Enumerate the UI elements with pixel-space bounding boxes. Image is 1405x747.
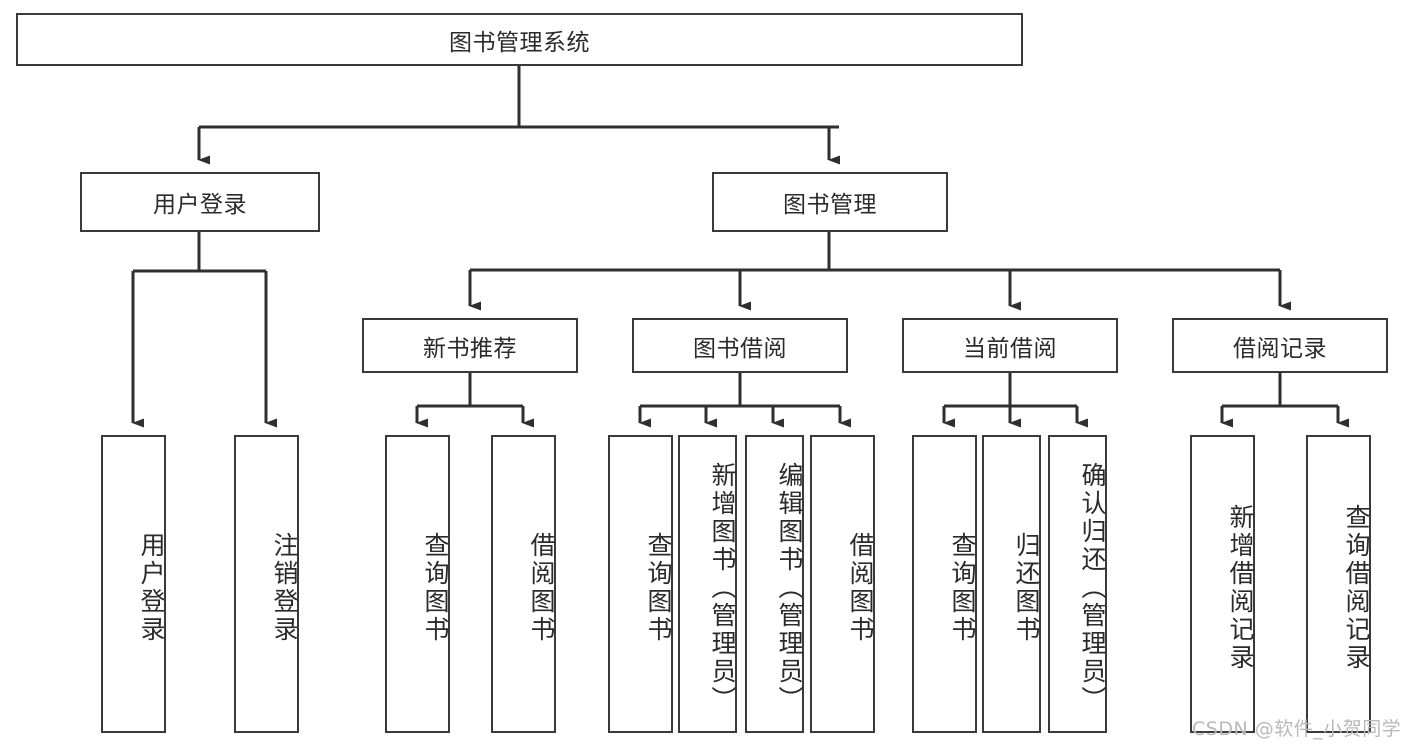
node-leaf-query-book-3[interactable]: 查询图书 — [912, 435, 977, 733]
node-label: 编辑图书（管理员） — [775, 462, 804, 714]
node-leaf-logout-login[interactable]: 注销登录 — [234, 435, 299, 733]
node-label: 新增图书（管理员） — [708, 462, 737, 714]
node-label: 当前借阅 — [963, 335, 1057, 362]
node-leaf-return-book[interactable]: 归还图书 — [982, 435, 1041, 733]
node-user-login[interactable]: 用户登录 — [80, 172, 320, 232]
node-label: 用户登录 — [153, 192, 247, 218]
node-leaf-edit-book[interactable]: 编辑图书（管理员） — [745, 435, 804, 733]
node-label: 查询图书 — [421, 532, 450, 644]
node-leaf-add-record[interactable]: 新增借阅记录 — [1190, 435, 1255, 733]
node-label: 查询图书 — [948, 532, 977, 644]
node-current-borrow[interactable]: 当前借阅 — [902, 318, 1118, 373]
node-root-system[interactable]: 图书管理系统 — [16, 13, 1023, 66]
node-borrow-record[interactable]: 借阅记录 — [1172, 318, 1388, 373]
node-leaf-add-book[interactable]: 新增图书（管理员） — [678, 435, 737, 733]
node-label: 图书借阅 — [693, 335, 787, 362]
node-label: 新增借阅记录 — [1226, 504, 1255, 672]
csdn-watermark: CSDN @软件_小贺同学 — [1192, 718, 1402, 740]
node-book-management[interactable]: 图书管理 — [712, 172, 948, 232]
node-label: 确认归还（管理员） — [1078, 462, 1107, 714]
node-label: 归还图书 — [1012, 532, 1041, 644]
node-label: 借阅图书 — [846, 532, 875, 644]
node-label: 查询图书 — [644, 532, 673, 644]
node-label: 图书管理 — [783, 192, 877, 218]
node-leaf-user-login[interactable]: 用户登录 — [101, 435, 166, 733]
node-label: 图书管理系统 — [449, 29, 590, 56]
node-label: 借阅记录 — [1233, 335, 1327, 362]
node-leaf-borrow-book-2[interactable]: 借阅图书 — [810, 435, 875, 733]
node-label: 用户登录 — [137, 532, 166, 644]
node-label: 借阅图书 — [527, 532, 556, 644]
node-label: 查询借阅记录 — [1342, 504, 1371, 672]
node-book-borrow[interactable]: 图书借阅 — [632, 318, 848, 373]
node-label: 注销登录 — [270, 532, 299, 644]
node-leaf-confirm-return[interactable]: 确认归还（管理员） — [1048, 435, 1107, 733]
node-leaf-query-book-2[interactable]: 查询图书 — [608, 435, 673, 733]
node-leaf-query-book-1[interactable]: 查询图书 — [385, 435, 450, 733]
node-leaf-borrow-book-1[interactable]: 借阅图书 — [491, 435, 556, 733]
node-leaf-query-record[interactable]: 查询借阅记录 — [1306, 435, 1371, 733]
node-label: 新书推荐 — [423, 335, 517, 362]
node-new-book-recommend[interactable]: 新书推荐 — [362, 318, 578, 373]
